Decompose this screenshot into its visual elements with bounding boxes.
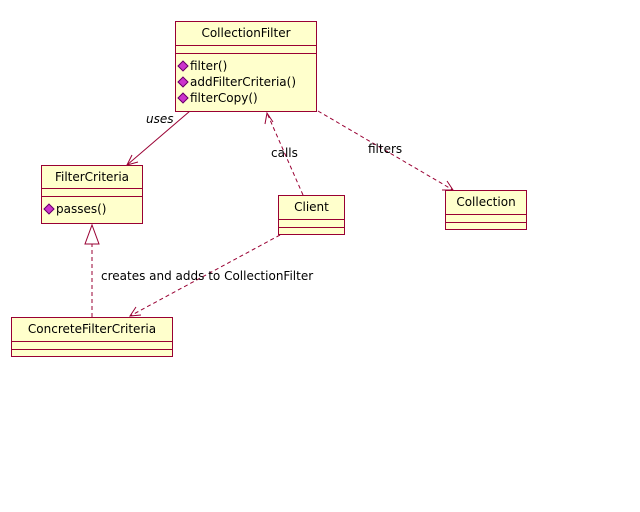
attributes-compartment — [42, 189, 142, 197]
calls-dependency — [264, 111, 304, 196]
class-name: Collection — [446, 191, 526, 215]
method-icon — [177, 76, 189, 88]
method-icon — [177, 60, 189, 72]
operation-label: filterCopy() — [190, 91, 258, 105]
method-icon — [177, 92, 189, 104]
collection-class[interactable]: Collection — [445, 190, 527, 230]
creates-dependency — [129, 234, 281, 317]
operation-add-filter-criteria[interactable]: addFilterCriteria() — [176, 74, 316, 90]
realization-link — [84, 223, 100, 317]
operations-compartment: filter() addFilterCriteria() filterCopy(… — [176, 54, 316, 106]
operation-label: passes() — [56, 202, 107, 216]
concrete-filter-criteria-class[interactable]: ConcreteFilterCriteria — [11, 317, 173, 357]
operation-passes[interactable]: passes() — [42, 201, 142, 217]
attributes-compartment — [12, 342, 172, 350]
creates-label: creates and adds to CollectionFilter — [101, 269, 314, 283]
operation-label: addFilterCriteria() — [190, 75, 297, 89]
operation-filter[interactable]: filter() — [176, 58, 316, 74]
collection-filter-class[interactable]: CollectionFilter filter() addFilterCrite… — [175, 21, 317, 112]
attributes-compartment — [176, 46, 316, 54]
operation-filter-copy[interactable]: filterCopy() — [176, 90, 316, 106]
filter-criteria-class[interactable]: FilterCriteria passes() — [41, 165, 143, 224]
operation-label: filter() — [190, 59, 228, 73]
uses-label: uses — [146, 112, 174, 126]
class-name: FilterCriteria — [42, 166, 142, 189]
client-class[interactable]: Client — [278, 195, 345, 235]
method-icon — [43, 203, 55, 215]
attributes-compartment — [279, 220, 344, 228]
attributes-compartment — [446, 215, 526, 223]
operations-compartment: passes() — [42, 197, 142, 217]
class-name: CollectionFilter — [176, 22, 316, 46]
class-name: Client — [279, 196, 344, 220]
filters-label: filters — [368, 142, 403, 156]
calls-label: calls — [271, 146, 298, 160]
class-name: ConcreteFilterCriteria — [12, 318, 172, 342]
